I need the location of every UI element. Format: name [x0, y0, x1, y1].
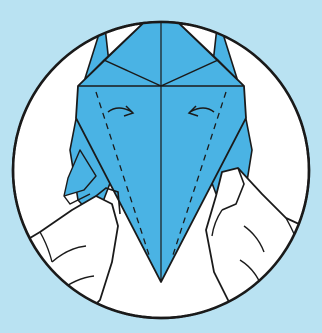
diagram-canvas: [0, 0, 322, 333]
origami-fold-diagram: [0, 0, 322, 333]
